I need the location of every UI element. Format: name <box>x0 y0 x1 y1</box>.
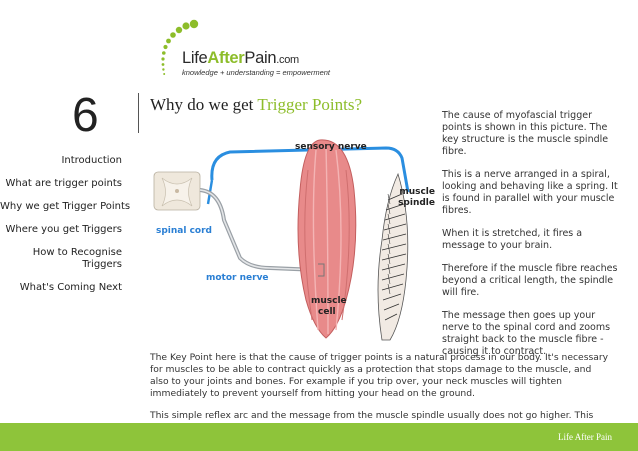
label-sensory-nerve: sensory nerve <box>295 142 367 152</box>
explanation-paragraph: The cause of myofascial trigger points i… <box>442 110 609 157</box>
nav-item-where-you-get-triggers[interactable]: Where you get Triggers <box>5 224 122 235</box>
logo: LifeAfterPain.com knowledge + understand… <box>160 18 360 80</box>
explanation-paragraph: The message then goes up your nerve to t… <box>442 310 611 357</box>
nav-item-introduction[interactable]: Introduction <box>61 155 122 166</box>
logo-word-com: .com <box>276 54 299 66</box>
body-text: The Key Point here is that the cause of … <box>150 352 610 432</box>
page-title: Why do we get Trigger Points? <box>150 95 362 115</box>
nav-item-why-we-get-trigger-points[interactable]: Why we get Trigger Points <box>0 201 131 212</box>
reflex-arc-illustration: sensory nerve spinal cord motor nerve mu… <box>153 139 410 341</box>
logo-word-after: After <box>207 49 245 67</box>
label-motor-nerve: motor nerve <box>206 273 269 283</box>
nav-item-how-to-recognise-cont[interactable]: Triggers <box>82 259 122 270</box>
body-paragraph: The Key Point here is that the cause of … <box>150 352 609 399</box>
explanation-paragraph: This is a nerve arranged in a spiral, lo… <box>442 169 618 216</box>
chapter-number: 6 <box>72 89 99 142</box>
chapter-divider <box>138 93 139 133</box>
explanation-paragraph: When it is stretched, it fires a message… <box>442 228 583 251</box>
nav-item-what-are-trigger-points[interactable]: What are trigger points <box>5 178 122 189</box>
footer-bar: Life After Pain <box>0 423 638 451</box>
footer-brand: Life After Pain <box>558 432 612 442</box>
explanation-column: The cause of myofascial trigger points i… <box>442 110 618 369</box>
logo-tagline: knowledge + understanding = empowerment <box>182 68 331 77</box>
sidebar-nav: Introduction What are trigger points Why… <box>0 155 131 294</box>
logo-wordmark: LifeAfterPain.com <box>182 49 299 68</box>
page-title-accent: Trigger Points? <box>257 95 363 114</box>
page-title-prefix: Why do we get <box>150 95 258 114</box>
reflex-arc-diagram: sensory nerve spinal cord motor nerve mu… <box>150 130 438 345</box>
spinal-cord-section <box>153 171 201 211</box>
logo-word-life: Life <box>182 49 208 67</box>
muscle-cell-shape <box>297 139 357 339</box>
body-paragraph: This simple reflex arc and the message f… <box>150 410 594 421</box>
logo-word-pain: Pain <box>244 49 277 67</box>
label-muscle-cell-line2: cell <box>318 307 336 317</box>
label-muscle-spindle-line1-text: muscle <box>399 187 435 197</box>
label-spinal-cord: spinal cord <box>156 226 212 236</box>
muscle-spindle-shape <box>377 172 409 341</box>
explanation-paragraph: Therefore if the muscle fibre reaches be… <box>442 263 618 298</box>
nav-item-how-to-recognise[interactable]: How to Recognise <box>32 247 122 258</box>
nav-item-whats-coming-next[interactable]: What's Coming Next <box>19 282 122 293</box>
logo-dots-icon <box>161 19 199 75</box>
label-muscle-cell-line1: muscle <box>311 296 347 306</box>
label-muscle-spindle-line2-text: spindle <box>398 198 435 208</box>
sensory-nerve-line <box>210 146 410 193</box>
label-muscle-spindle: muscle spindle <box>395 187 435 209</box>
